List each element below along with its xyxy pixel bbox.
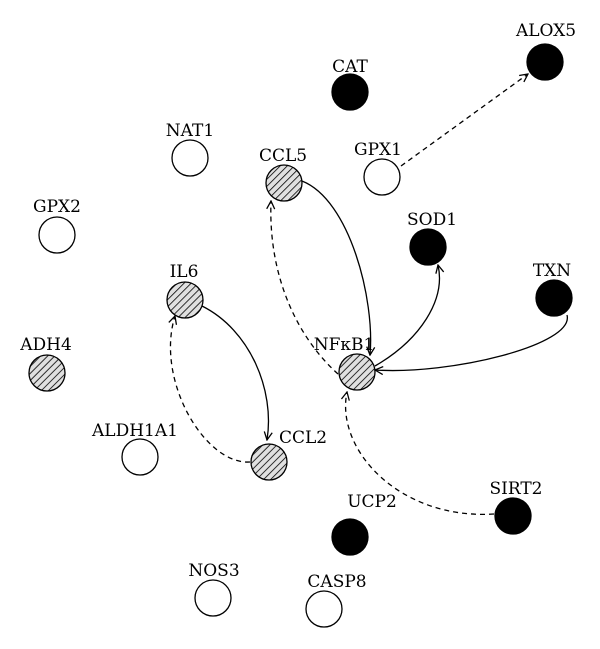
node-circle — [121, 438, 159, 476]
node-label: TXN — [533, 261, 571, 281]
node-ucp2[interactable]: UCP2 — [331, 492, 397, 556]
node-casp8[interactable]: CASP8 — [305, 572, 367, 628]
node-adh4[interactable]: ADH4 — [19, 335, 72, 392]
node-alox5[interactable]: ALOX5 — [515, 21, 576, 81]
node-circle — [409, 228, 447, 266]
edge-il6-to-ccl2 — [201, 305, 268, 440]
node-circle — [171, 139, 209, 177]
node-circle — [535, 279, 573, 317]
edge-ccl5-to-nfkb1 — [301, 180, 371, 355]
node-label: ADH4 — [19, 335, 72, 355]
node-aldh1a1[interactable]: ALDH1A1 — [91, 421, 178, 476]
node-label: IL6 — [170, 262, 199, 282]
node-label: NFκB1 — [314, 335, 375, 355]
node-ccl5[interactable]: CCL5 — [259, 146, 307, 202]
node-circle — [38, 216, 76, 254]
node-sod1[interactable]: SOD1 — [407, 210, 457, 266]
node-gpx1[interactable]: GPX1 — [354, 140, 402, 196]
node-circle — [331, 518, 369, 556]
node-circle — [194, 579, 232, 617]
node-nfkb1[interactable]: NFκB1 — [314, 335, 376, 391]
node-label: ALDH1A1 — [91, 421, 178, 441]
node-label: CAT — [332, 57, 368, 77]
node-circle — [331, 73, 369, 111]
node-sirt2[interactable]: SIRT2 — [489, 479, 543, 535]
edge-ccl2-to-il6 — [170, 316, 251, 463]
node-label: GPX1 — [354, 140, 402, 160]
edge-gpx1-to-alox5 — [400, 74, 528, 167]
edge-nfkb1-to-ccl5 — [271, 201, 339, 375]
edges-layer — [170, 74, 568, 515]
nodes-layer: ALOX5 CAT NAT1 GPX1 CCL5 GPX2 SOD1 IL6 — [19, 21, 576, 628]
node-circle — [166, 281, 204, 319]
node-label: GPX2 — [33, 197, 81, 217]
node-label: ALOX5 — [515, 21, 576, 41]
node-nat1[interactable]: NAT1 — [166, 121, 214, 177]
node-label: NAT1 — [166, 121, 214, 141]
node-gpx2[interactable]: GPX2 — [33, 197, 81, 254]
node-circle — [494, 497, 532, 535]
node-label: SIRT2 — [489, 479, 542, 499]
node-circle — [265, 164, 303, 202]
node-label: UCP2 — [347, 492, 397, 512]
node-circle — [305, 590, 343, 628]
edge-txn-to-nfkb1 — [375, 314, 568, 371]
node-ccl2[interactable]: CCL2 — [250, 428, 327, 481]
node-label: NOS3 — [188, 561, 239, 581]
node-cat[interactable]: CAT — [331, 57, 369, 111]
node-label: CCL5 — [259, 146, 307, 166]
node-circle — [338, 353, 376, 391]
node-nos3[interactable]: NOS3 — [188, 561, 240, 617]
node-circle — [363, 158, 401, 196]
edge-nfkb1-to-sod1 — [374, 265, 439, 367]
node-circle — [250, 443, 288, 481]
node-il6[interactable]: IL6 — [166, 262, 204, 319]
node-txn[interactable]: TXN — [533, 261, 573, 317]
node-label: CCL2 — [279, 428, 327, 448]
node-label: SOD1 — [407, 210, 457, 230]
node-label: CASP8 — [307, 572, 366, 592]
node-circle — [526, 43, 564, 81]
node-circle — [28, 354, 66, 392]
